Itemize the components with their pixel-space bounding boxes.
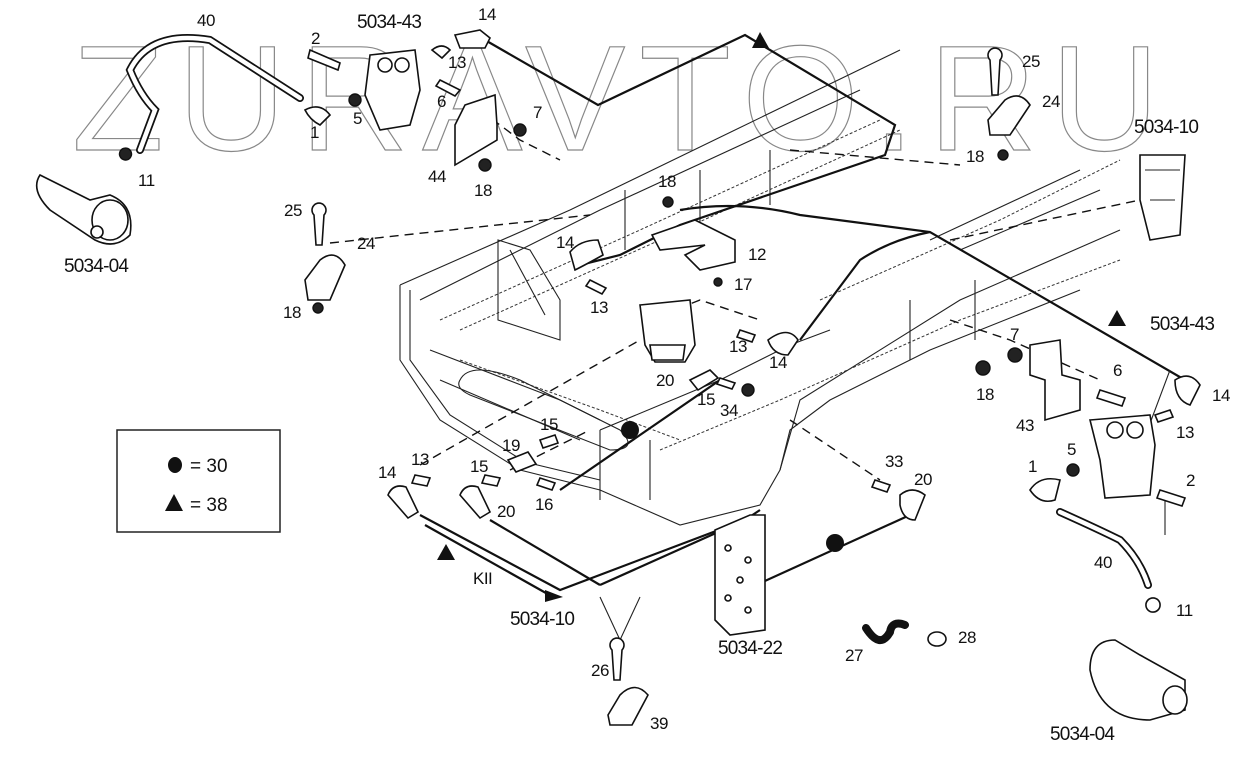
callout-17: 17 xyxy=(734,275,752,294)
callout-16: 16 xyxy=(535,495,553,514)
clamp-39 xyxy=(607,637,649,726)
bracket-44 xyxy=(454,93,527,172)
low-fittings xyxy=(387,433,926,521)
marker-triangle xyxy=(1108,310,1126,326)
callout-44: 44 xyxy=(428,167,446,186)
callout-13: 13 xyxy=(1176,423,1194,442)
callout-1: 1 xyxy=(310,123,319,142)
callout-43: 43 xyxy=(1016,416,1034,435)
callout-labels: 40 5034-43 2 14 13 6 5 1 7 44 18 11 5034… xyxy=(64,5,1230,745)
legend-circle-value: = 30 xyxy=(190,456,228,477)
callout-14: 14 xyxy=(769,353,787,372)
callout-14: 14 xyxy=(1212,386,1230,405)
watermark-text: ZURAVTO.RU xyxy=(72,14,1173,182)
callout-14: 14 xyxy=(378,463,396,482)
callout-13: 13 xyxy=(448,53,466,72)
callout-20: 20 xyxy=(656,371,674,390)
callout-5: 5 xyxy=(353,109,362,128)
assembly-label: 5034-04 xyxy=(64,256,129,277)
callout-25: 25 xyxy=(1022,52,1040,71)
callout-2: 2 xyxy=(1186,471,1195,490)
callout-1: 1 xyxy=(1028,457,1037,476)
legend-box xyxy=(116,429,281,533)
callout-18: 18 xyxy=(283,303,301,322)
callout-25: 25 xyxy=(284,201,302,220)
callout-7: 7 xyxy=(533,103,542,122)
callout-13: 13 xyxy=(729,337,747,356)
legend-circle-icon xyxy=(168,457,182,473)
callout-15: 15 xyxy=(697,390,715,409)
hose-27 xyxy=(862,619,909,644)
callout-40: 40 xyxy=(1094,553,1112,572)
callout-14: 14 xyxy=(556,233,574,252)
callout-12: 12 xyxy=(748,245,766,264)
callout-14: 14 xyxy=(478,5,496,24)
callout-18: 18 xyxy=(658,172,676,191)
callout-28: 28 xyxy=(958,628,976,647)
callout-33: 33 xyxy=(885,452,903,471)
callout-2: 2 xyxy=(311,29,320,48)
callout-11: 11 xyxy=(138,171,155,190)
callout-27: 27 xyxy=(845,646,863,665)
callout-11: 11 xyxy=(1176,601,1193,620)
relay-valve-5034-10 xyxy=(1139,154,1186,241)
kii-label: KII xyxy=(473,569,492,588)
marker-triangle xyxy=(437,544,455,560)
callout-18: 18 xyxy=(976,385,994,404)
callout-26: 26 xyxy=(591,661,609,680)
assembly-label: 5034-43 xyxy=(357,12,421,33)
assembly-label: 5034-04 xyxy=(1050,724,1115,745)
callout-15: 15 xyxy=(540,415,558,434)
callout-18: 18 xyxy=(966,147,984,166)
legend: = 30 = 38 xyxy=(116,429,281,533)
arrow-head xyxy=(545,590,563,602)
callout-6: 6 xyxy=(437,92,446,111)
callout-13: 13 xyxy=(590,298,608,317)
callout-20: 20 xyxy=(914,470,932,489)
valve-5034-43-right xyxy=(1029,375,1201,507)
arrow-line xyxy=(424,524,554,598)
bracket-12 xyxy=(650,196,736,287)
marker-circle xyxy=(621,421,639,439)
assembly-label: 5034-43 xyxy=(1150,314,1214,335)
clamp-24-left xyxy=(304,202,346,314)
callout-18: 18 xyxy=(474,181,492,200)
plug-28 xyxy=(927,631,947,647)
callout-7: 7 xyxy=(1010,325,1019,344)
assembly-label: 5034-22 xyxy=(718,638,782,659)
valve-5034-43-top xyxy=(307,29,492,131)
clamp-24-right xyxy=(987,47,1031,161)
callout-13: 13 xyxy=(411,450,429,469)
brake-chamber-left xyxy=(35,147,133,245)
hose-40-left xyxy=(125,34,332,154)
marker-triangle xyxy=(752,32,769,48)
legend-triangle-value: = 38 xyxy=(190,495,228,516)
assembly-label: 5034-10 xyxy=(510,609,574,630)
callout-24: 24 xyxy=(1042,92,1060,111)
assembly-label: 5034-10 xyxy=(1134,117,1198,138)
hose-40-right xyxy=(1056,508,1161,613)
brake-chamber-right xyxy=(1089,639,1188,721)
center-valve xyxy=(569,239,799,397)
callout-15: 15 xyxy=(470,457,488,476)
marker-circle xyxy=(826,534,844,552)
callout-19: 19 xyxy=(502,436,520,455)
callout-34: 34 xyxy=(720,401,738,420)
callout-24: 24 xyxy=(357,234,375,253)
callout-5: 5 xyxy=(1067,440,1076,459)
bracket-43 xyxy=(975,339,1127,422)
callout-6: 6 xyxy=(1113,361,1122,380)
callout-20: 20 xyxy=(497,502,515,521)
callout-39: 39 xyxy=(650,714,668,733)
chassis-frame xyxy=(399,49,1121,526)
plate-5034-22 xyxy=(714,514,766,636)
legend-triangle-icon xyxy=(165,494,183,511)
callout-40: 40 xyxy=(197,11,215,30)
